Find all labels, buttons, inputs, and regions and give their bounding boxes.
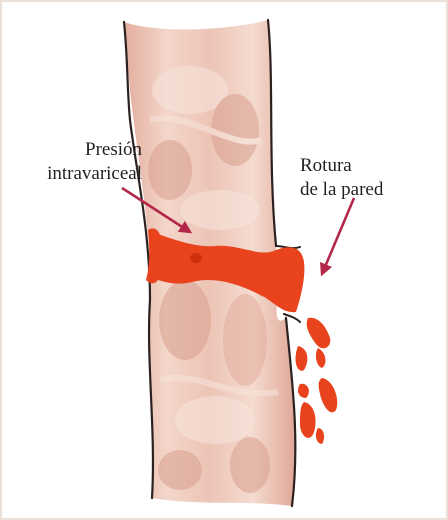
pressure-label: Presión intravariceal xyxy=(14,138,142,186)
rupture-label: Rotura de la pared xyxy=(300,154,420,202)
blood-band-core xyxy=(190,253,202,263)
pressure-label-line2: intravariceal xyxy=(14,162,142,186)
pressure-label-line1: Presión xyxy=(14,138,142,162)
rupture-label-line2: de la pared xyxy=(300,178,420,202)
rupture-label-line1: Rotura xyxy=(300,154,420,178)
